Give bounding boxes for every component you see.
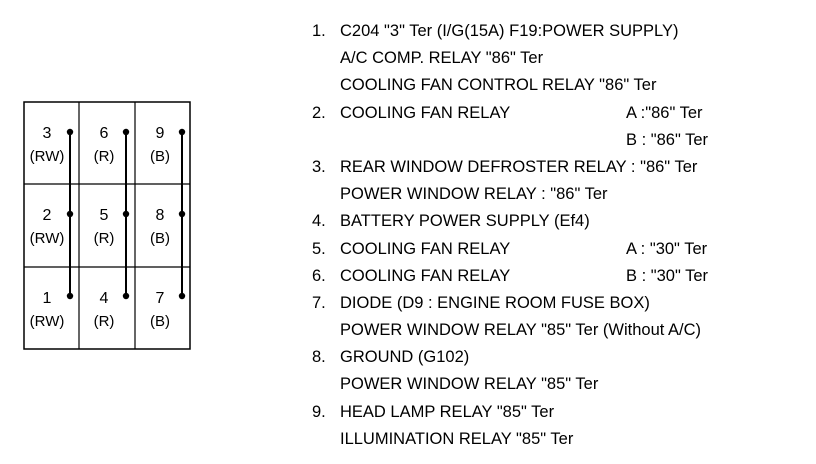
- pin-wire-color: (RW): [30, 230, 65, 247]
- legend-item: 2. COOLING FAN RELAY A :"86" Ter B : "86" T…: [312, 100, 812, 154]
- legend-line: COOLING FAN CONTROL RELAY "86" Ter: [312, 72, 812, 99]
- legend-line: 6. COOLING FAN RELAY B : "30" Ter: [312, 263, 812, 290]
- pin-number: 8: [156, 207, 165, 224]
- legend-text: POWER WINDOW RELAY : "86" Ter: [340, 185, 608, 204]
- legend-text: COOLING FAN CONTROL RELAY "86" Ter: [340, 76, 657, 95]
- terminal-dot: [66, 128, 74, 136]
- legend-item: 1. C204 "3" Ter (I/G(15A) F19:POWER SUPPL…: [312, 18, 812, 100]
- legend-text: GROUND (G102): [340, 348, 470, 367]
- legend-number: 9.: [312, 402, 326, 421]
- terminal-dot: [122, 292, 130, 300]
- legend-item: 6. COOLING FAN RELAY B : "30" Ter: [312, 263, 812, 290]
- legend-terminal-note: A : "30" Ter: [626, 239, 708, 258]
- legend-item: 5. COOLING FAN RELAY A : "30" Ter: [312, 236, 812, 263]
- pin-wire-color: (RW): [30, 313, 65, 330]
- legend-line: POWER WINDOW RELAY "85" Ter: [312, 371, 812, 398]
- terminal-dot: [66, 210, 74, 218]
- legend-text: POWER WINDOW RELAY "85" Ter (Without A/C…: [340, 321, 702, 340]
- terminal-dot: [66, 292, 74, 300]
- legend-line: 3. REAR WINDOW DEFROSTER RELAY : "86" Ter: [312, 154, 812, 181]
- legend-text: A/C COMP. RELAY "86" Ter: [340, 49, 544, 68]
- pin-wire-color: (RW): [30, 148, 65, 165]
- legend-item: 4. BATTERY POWER SUPPLY (Ef4): [312, 208, 812, 235]
- legend-text: COOLING FAN RELAY: [340, 266, 511, 285]
- pin-number: 6: [100, 125, 109, 142]
- legend-item: 8. GROUND (G102) POWER WINDOW RELAY "85" T…: [312, 344, 812, 398]
- terminal-dot: [122, 210, 130, 218]
- legend-text: DIODE (D9 : ENGINE ROOM FUSE BOX): [340, 293, 650, 312]
- legend-number: 5.: [312, 239, 326, 258]
- legend-line: 2. COOLING FAN RELAY A :"86" Ter: [312, 100, 812, 127]
- pin-wire-color: (B): [150, 230, 170, 247]
- pin-function-legend: 1. C204 "3" Ter (I/G(15A) F19:POWER SUPPL…: [312, 18, 812, 453]
- legend-text: HEAD LAMP RELAY "85" Ter: [340, 402, 555, 421]
- terminal-dot: [178, 128, 186, 136]
- pin-wire-color: (B): [150, 313, 170, 330]
- legend-line: POWER WINDOW RELAY : "86" Ter: [312, 181, 812, 208]
- legend-line: B : "86" Ter: [312, 127, 812, 154]
- legend-line: 9. HEAD LAMP RELAY "85" Ter: [312, 399, 812, 426]
- legend-terminal-note: B : "86" Ter: [626, 130, 709, 149]
- pin-wire-color: (B): [150, 148, 170, 165]
- pin-number: 3: [43, 125, 52, 142]
- legend-line: 7. DIODE (D9 : ENGINE ROOM FUSE BOX): [312, 290, 812, 317]
- legend-line: 8. GROUND (G102): [312, 344, 812, 371]
- legend-line: 5. COOLING FAN RELAY A : "30" Ter: [312, 236, 812, 263]
- legend-number: 3.: [312, 157, 326, 176]
- pin-number: 5: [100, 207, 109, 224]
- pin-wire-color: (R): [94, 313, 115, 330]
- legend-number: 7.: [312, 293, 326, 312]
- legend-text: ILLUMINATION RELAY "85" Ter: [340, 429, 574, 448]
- legend-number: 1.: [312, 22, 326, 40]
- legend-line: A/C COMP. RELAY "86" Ter: [312, 45, 812, 72]
- pin-wire-color: (R): [94, 148, 115, 165]
- legend-number: 6.: [312, 266, 326, 285]
- legend-text: COOLING FAN RELAY: [340, 239, 511, 258]
- legend-text: POWER WINDOW RELAY "85" Ter: [340, 375, 599, 394]
- pin-wire-color: (R): [94, 230, 115, 247]
- pin-number: 4: [100, 290, 109, 307]
- legend-line: 4. BATTERY POWER SUPPLY (Ef4): [312, 208, 812, 235]
- legend-text: BATTERY POWER SUPPLY (Ef4): [340, 212, 590, 231]
- legend-line: ILLUMINATION RELAY "85" Ter: [312, 426, 812, 453]
- legend-number: 8.: [312, 348, 326, 367]
- pin-number: 7: [156, 290, 165, 307]
- legend-line: POWER WINDOW RELAY "85" Ter (Without A/C…: [312, 317, 812, 344]
- pin-number: 9: [156, 125, 165, 142]
- terminal-dot: [178, 292, 186, 300]
- legend-text: COOLING FAN RELAY: [340, 103, 511, 122]
- legend-number: 2.: [312, 103, 326, 122]
- connector-frame: [23, 101, 191, 350]
- terminal-dot: [178, 210, 186, 218]
- legend-text: C204 "3" Ter (I/G(15A) F19:POWER SUPPLY): [340, 22, 679, 40]
- legend-number: 4.: [312, 212, 326, 231]
- legend-text: REAR WINDOW DEFROSTER RELAY : "86" Ter: [340, 157, 698, 176]
- legend-line: 1. C204 "3" Ter (I/G(15A) F19:POWER SUPPL…: [312, 18, 812, 45]
- legend-item: 3. REAR WINDOW DEFROSTER RELAY : "86" Ter…: [312, 154, 812, 208]
- pin-number: 1: [43, 290, 52, 307]
- pin-number: 2: [43, 207, 52, 224]
- legend-terminal-note: B : "30" Ter: [626, 266, 709, 285]
- legend-terminal-note: A :"86" Ter: [626, 103, 703, 122]
- legend-item: 7. DIODE (D9 : ENGINE ROOM FUSE BOX) POWER…: [312, 290, 812, 344]
- terminal-dot: [122, 128, 130, 136]
